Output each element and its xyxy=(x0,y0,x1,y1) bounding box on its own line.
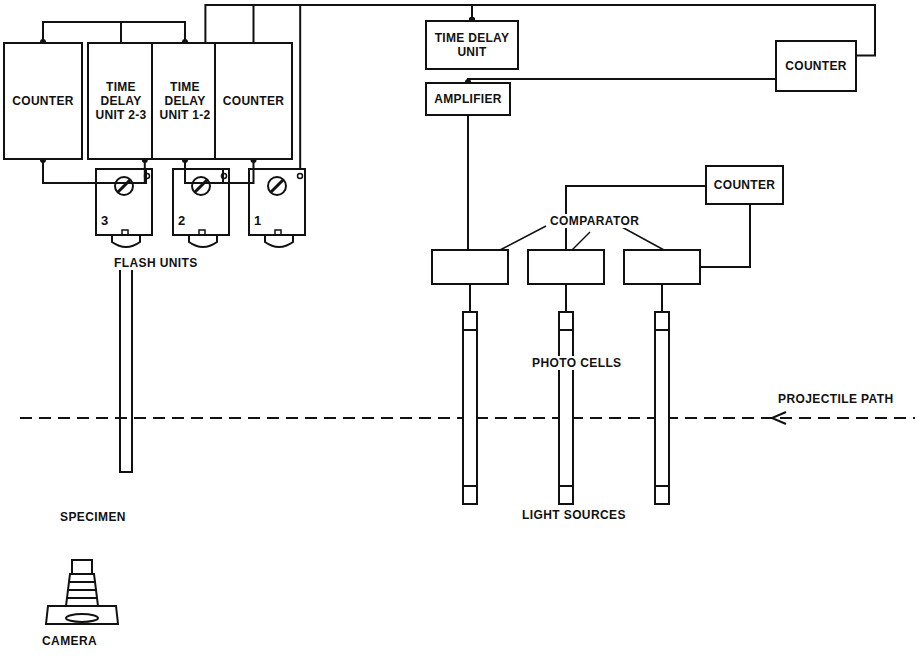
delay-unit-box: TIME DELAY UNIT 1-2 xyxy=(151,42,219,160)
box-label: TIME DELAY UNIT 2-3 xyxy=(89,80,153,122)
signal-wire xyxy=(467,116,469,250)
caption-label: CAMERA xyxy=(40,634,99,648)
signal-wire xyxy=(121,22,185,42)
flash-unit: 2 xyxy=(172,168,230,236)
leader-line xyxy=(620,226,664,250)
comparator-box xyxy=(528,250,604,284)
comparator-box xyxy=(432,250,508,284)
specimen-plate xyxy=(120,268,132,472)
flash-unit: 3 xyxy=(95,168,153,236)
unit-number: 1 xyxy=(254,214,262,228)
box-label: COUNTER xyxy=(711,178,778,192)
counter-box: COUNTER xyxy=(705,165,784,205)
signal-wire xyxy=(468,79,775,82)
delay-unit-box: TIME DELAY UNIT 2-3 xyxy=(87,42,155,160)
leader-line xyxy=(572,232,590,250)
camera-drawing xyxy=(46,560,118,624)
caption-label: SPECIMEN xyxy=(58,510,128,524)
counter-box: COUNTER xyxy=(775,40,857,92)
comparator-box xyxy=(624,250,700,284)
amplifier-box: AMPLIFIER xyxy=(425,82,511,116)
flash-unit: 1 xyxy=(248,168,306,236)
projectile-arrowhead xyxy=(772,412,786,424)
leader-line xyxy=(500,226,546,250)
caption-label: FLASH UNITS xyxy=(112,256,200,270)
counter-box: COUNTER xyxy=(3,42,83,160)
unit-number: 2 xyxy=(178,214,186,228)
box-label: COUNTER xyxy=(782,59,849,73)
caption-label: PROJECTILE PATH xyxy=(776,392,896,406)
box-label: TIME DELAY UNIT xyxy=(427,31,517,59)
caption-label: COMPARATOR xyxy=(548,214,641,228)
signal-wire xyxy=(43,22,121,42)
delay-unit-box: TIME DELAY UNIT xyxy=(425,20,519,70)
counter-box: COUNTER xyxy=(214,42,293,160)
photo-cell-tube xyxy=(463,312,669,504)
signal-wire xyxy=(700,205,750,267)
box-label: COUNTER xyxy=(220,94,287,108)
box-label: TIME DELAY UNIT 1-2 xyxy=(153,80,217,122)
caption-label: PHOTO CELLS xyxy=(530,356,624,370)
box-label: COUNTER xyxy=(9,94,76,108)
unit-number: 3 xyxy=(101,214,109,228)
box-label: AMPLIFIER xyxy=(431,92,504,106)
signal-wire xyxy=(185,160,223,183)
caption-label: LIGHT SOURCES xyxy=(520,508,628,522)
